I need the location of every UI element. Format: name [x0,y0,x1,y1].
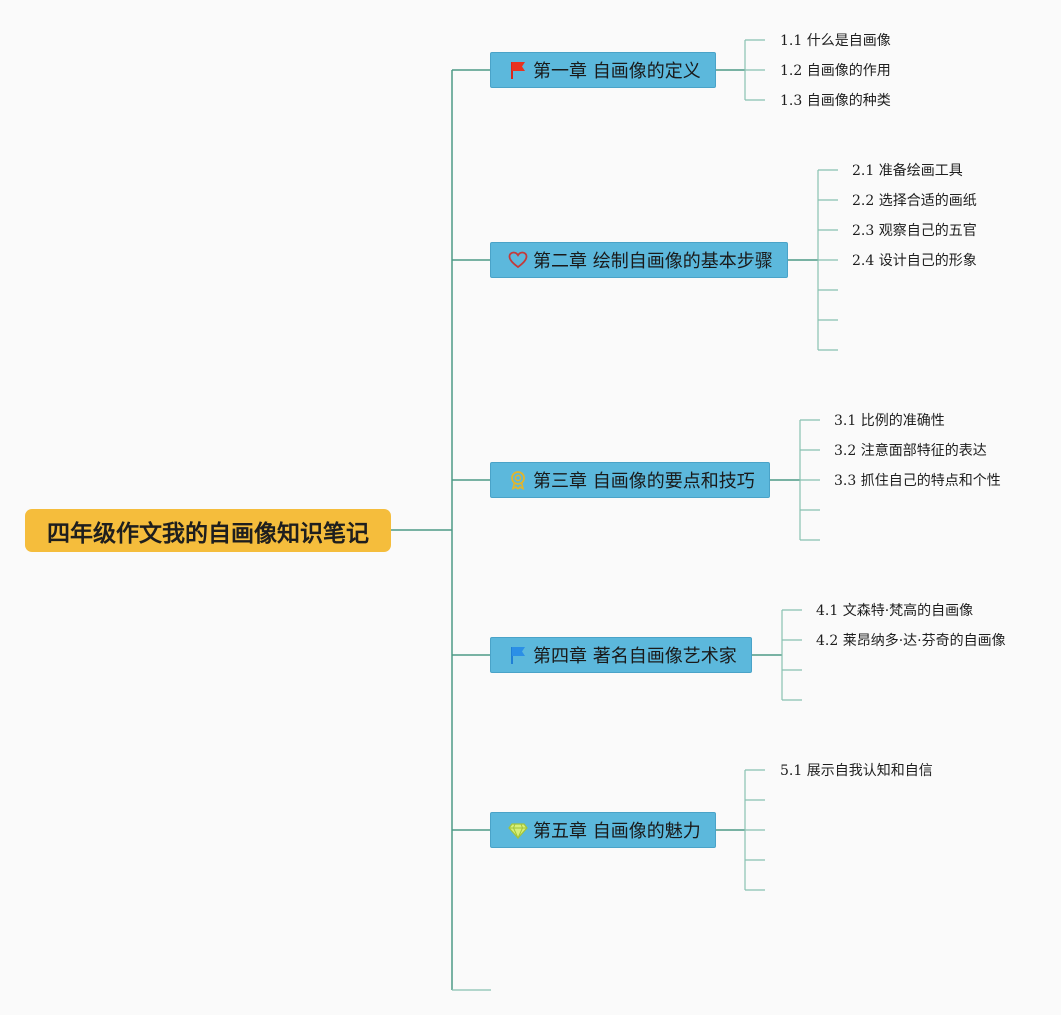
chapter-3-label: 第三章 自画像的要点和技巧 [533,471,755,492]
chapter-1-label: 第一章 自画像的定义 [533,61,701,82]
subtopic-2-4[interactable]: 2.4 设计自己的形象 [852,253,977,269]
red-flag-icon [507,59,529,81]
medal-icon [507,469,529,491]
subtopic-3-3[interactable]: 3.3 抓住自己的特点和个性 [834,473,1001,489]
heart-icon [507,249,529,271]
diamond-icon [507,819,529,841]
chapter-4-label: 第四章 著名自画像艺术家 [533,646,737,667]
chapter-5-label: 第五章 自画像的魅力 [533,821,701,842]
subtopic-3-2[interactable]: 3.2 注意面部特征的表达 [834,443,987,459]
chapter-5-topic[interactable]: 第五章 自画像的魅力 [490,812,716,848]
subtopic-1-1[interactable]: 1.1 什么是自画像 [780,33,891,49]
chapter-2-topic[interactable]: 第二章 绘制自画像的基本步骤 [490,242,788,278]
chapter-1-topic[interactable]: 第一章 自画像的定义 [490,52,716,88]
subtopic-2-2[interactable]: 2.2 选择合适的画纸 [852,193,977,209]
subtopic-1-3[interactable]: 1.3 自画像的种类 [780,93,891,109]
subtopic-4-1[interactable]: 4.1 文森特·梵高的自画像 [816,603,974,619]
subtopic-3-1[interactable]: 3.1 比例的准确性 [834,413,945,429]
subtopic-4-2[interactable]: 4.2 莱昂纳多·达·芬奇的自画像 [816,633,1006,649]
subtopic-2-3[interactable]: 2.3 观察自己的五官 [852,223,977,239]
chapter-2-label: 第二章 绘制自画像的基本步骤 [533,251,773,272]
root-topic[interactable]: 四年级作文我的自画像知识笔记 [25,509,391,552]
subtopic-5-1[interactable]: 5.1 展示自我认知和自信 [780,763,933,779]
subtopic-1-2[interactable]: 1.2 自画像的作用 [780,63,891,79]
blue-flag-icon [507,644,529,666]
subtopic-2-1[interactable]: 2.1 准备绘画工具 [852,163,963,179]
chapter-3-topic[interactable]: 第三章 自画像的要点和技巧 [490,462,770,498]
chapter-4-topic[interactable]: 第四章 著名自画像艺术家 [490,637,752,673]
